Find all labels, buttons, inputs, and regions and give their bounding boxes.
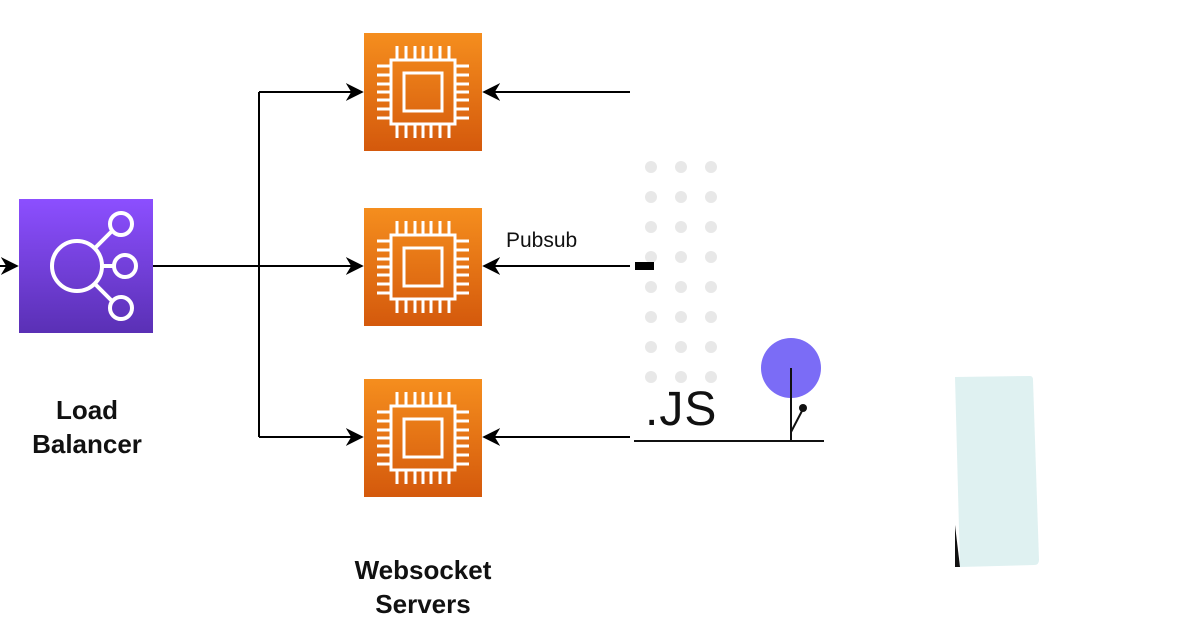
websocket-servers-label-line2: Servers <box>375 589 471 619</box>
load-balancer-label-line1: Load <box>55 395 119 425</box>
websocket-server-icon <box>362 31 484 153</box>
pubsub-label: Pubsub <box>506 229 578 252</box>
load-balancer-icon <box>19 199 153 333</box>
websocket-server-icon <box>362 206 484 328</box>
load-balancer-label: Load Balancer <box>12 393 162 461</box>
dash-mark <box>635 262 654 270</box>
load-balancer-label-line2: Balancer <box>32 429 142 459</box>
websocket-servers-label-line1: Websocket <box>354 555 492 585</box>
connector-arrows <box>0 83 630 446</box>
js-fragment-text: .JS <box>645 383 718 436</box>
tree-decoration <box>761 338 821 441</box>
websocket-servers-label: Websocket Servers <box>330 553 516 621</box>
dot-grid-decoration <box>645 161 717 383</box>
websocket-server-icon <box>362 377 484 499</box>
card-decoration <box>955 376 1039 567</box>
